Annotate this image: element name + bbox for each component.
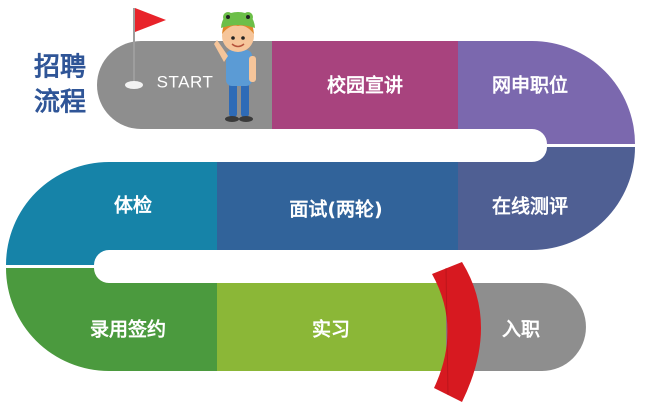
title-line-2: 流程 bbox=[34, 88, 86, 118]
step-onboarding-segment bbox=[446, 283, 586, 371]
step-label-interview: 面试(两轮) bbox=[289, 198, 382, 221]
step-interview-segment bbox=[217, 162, 458, 250]
step-physical-exam-segment bbox=[6, 162, 217, 265]
step-label-online-application: 网申职位 bbox=[492, 74, 568, 97]
title-line-1: 招聘 bbox=[34, 53, 86, 83]
step-internship-segment bbox=[217, 283, 446, 371]
step-online-application-segment bbox=[458, 41, 635, 144]
step-online-assessment-segment bbox=[458, 147, 635, 250]
finish-line-icon bbox=[432, 262, 481, 402]
finish-line-edge bbox=[445, 267, 449, 396]
step-offer-signing-segment bbox=[6, 268, 217, 371]
step-label-offer-signing: 录用签约 bbox=[90, 318, 166, 341]
step-campus-talk-segment bbox=[272, 41, 458, 129]
step-label-physical-exam: 体检 bbox=[114, 194, 152, 217]
step-label-onboarding: 入职 bbox=[502, 319, 540, 341]
step-label-start: START bbox=[157, 72, 214, 91]
step-label-internship: 实习 bbox=[312, 318, 350, 341]
mascot-character-icon bbox=[214, 12, 256, 122]
step-label-online-assessment: 在线测评 bbox=[492, 195, 568, 218]
step-label-campus-talk: 校园宣讲 bbox=[327, 74, 403, 97]
flag-icon bbox=[125, 8, 166, 89]
